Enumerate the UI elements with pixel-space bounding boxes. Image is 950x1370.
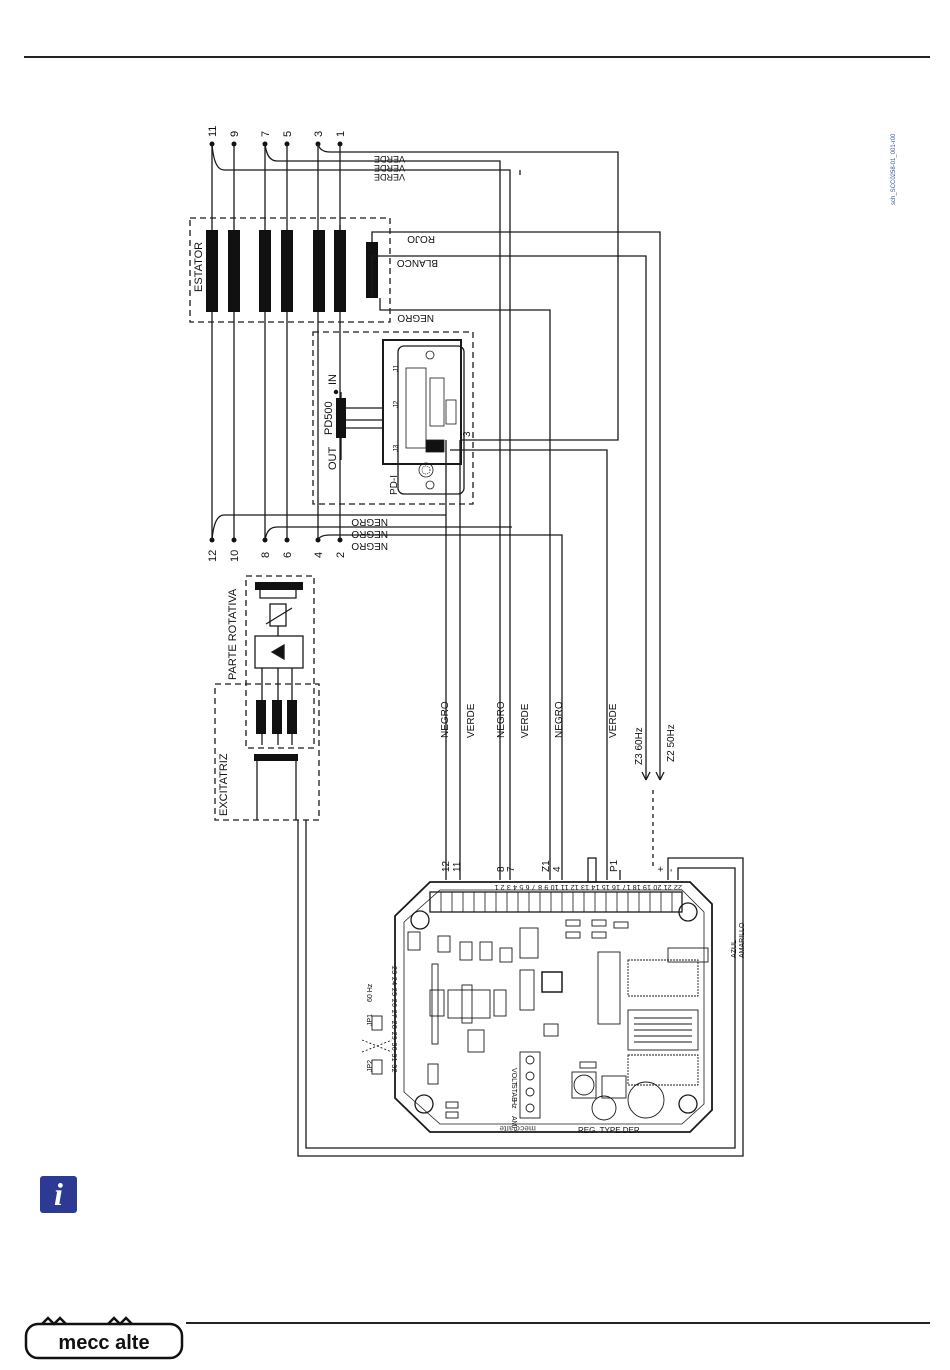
wire-label-z2: Z2 50Hz [666,724,677,762]
wire-label-negro: NEGRO [397,312,434,323]
wire-label-negro: NEGRO [554,701,565,738]
rotor-box [245,575,315,749]
connector-j1: J1 [393,365,400,373]
wire-label-rojo: ROJO [407,233,435,244]
wire-label-verde: VERDE [374,154,405,164]
logo-text: mecc alte [58,1332,149,1354]
wire-label-blanco: BLANCO [397,257,438,268]
terminal-label: 8 [260,552,272,558]
info-icon: i [40,1176,77,1213]
wire-label-verde: VERDE [374,163,405,173]
pd500-board [397,345,465,495]
wire-label-negro: NEGRO [440,701,451,738]
mecc-alte-logo: mecc alte [24,1316,184,1360]
terminal-label: 7 [260,131,272,137]
reg-terminal-4: 4 [552,866,563,872]
reg-terminal-11: 11 [452,861,463,872]
reg-terminal-p1: P1 [609,859,620,872]
reg-terminal-z1: Z1 [541,860,552,872]
wire-label-negro: NEGRO [351,540,388,551]
pd500-pin: 3 [462,431,473,437]
pd500-out: OUT [327,447,339,471]
reg-terminal-8: 8 [496,866,507,872]
wire-label-verde: VERDE [520,703,531,738]
wire-label-verde: VERDE [374,172,405,182]
trimmer-amp: AMP [510,1116,517,1132]
pd500-box [312,331,474,505]
exciter-label: EXCITATRIZ [218,753,230,816]
wire-label-negro: NEGRO [496,701,507,738]
regulator-terminal-numbers: 22 21 20 19 18 17 16 15 14 13 12 11 10 9… [494,883,682,890]
pd500-in: IN [327,374,339,385]
terminal-label: 11 [207,126,219,137]
regulator-jp1: JP1 [367,1014,374,1026]
regulator-brand: mecc alte [499,1124,536,1133]
stator-label: ESTATOR [193,242,205,292]
reg-terminal-minus: - [666,869,677,872]
trimmer-volt: VOLT [510,1068,517,1086]
trimmer-stab: STAB [510,1084,517,1102]
wire-label-verde: VERDE [608,703,619,738]
wire-label-amarillo: AMARILLO [739,922,746,958]
wire-label-z3: Z3 60Hz [634,727,645,765]
regulator-jp1-note: 60 Hz [367,983,374,1002]
pd500-name: PD500 [323,401,335,435]
pd500-transformer [336,398,346,438]
terminal-label: 2 [335,552,347,558]
stator-box [189,217,391,323]
reg-terminal-plus: + [656,866,667,872]
pd500-board-label: PD-I [389,475,400,495]
regulator-strip-numbers: 23 24 25 26 27 28 29 30 31 32 [390,966,397,1073]
terminal-label: 5 [282,131,294,137]
wire-label-negro: NEGRO [351,528,388,539]
exciter-box [214,683,320,821]
regulator-title: REG. TYPE DER [578,1126,640,1135]
wire-label-negro: NEGRO [351,516,388,527]
rotor-label: PARTE ROTATIVA [227,588,239,680]
terminal-label: 9 [229,131,241,137]
terminal-label: 10 [229,550,241,562]
stator-bottom-terminals: 12 10 8 6 4 2 [207,550,347,562]
terminal-label: 3 [313,131,325,137]
terminal-label: 6 [282,552,294,558]
terminal-label: 4 [313,552,325,558]
doc-code: sch_SCC0258-01_001-r00 [891,133,897,205]
regulator-jp2: JP2 [367,1060,374,1072]
connector-j2: J2 [393,401,400,409]
terminal-label: 1 [335,131,347,137]
stator-windings [206,230,378,312]
wire-label-azul: AZUL [731,940,738,958]
footer-rule [186,1322,930,1324]
terminal-label: 12 [207,550,219,562]
reg-terminal-12: 12 [441,860,452,872]
regulator-board: 22 21 20 19 18 17 16 15 14 13 12 11 10 9… [361,881,713,1135]
header-rule [24,56,930,58]
stator-top-terminals: 11 9 7 5 3 1 [207,126,347,137]
trimmer-hz: Hz [510,1100,517,1109]
connector-j3: J3 [393,445,400,453]
reg-terminal-7: 7 [506,866,517,872]
wire-label-verde: VERDE [466,703,477,738]
